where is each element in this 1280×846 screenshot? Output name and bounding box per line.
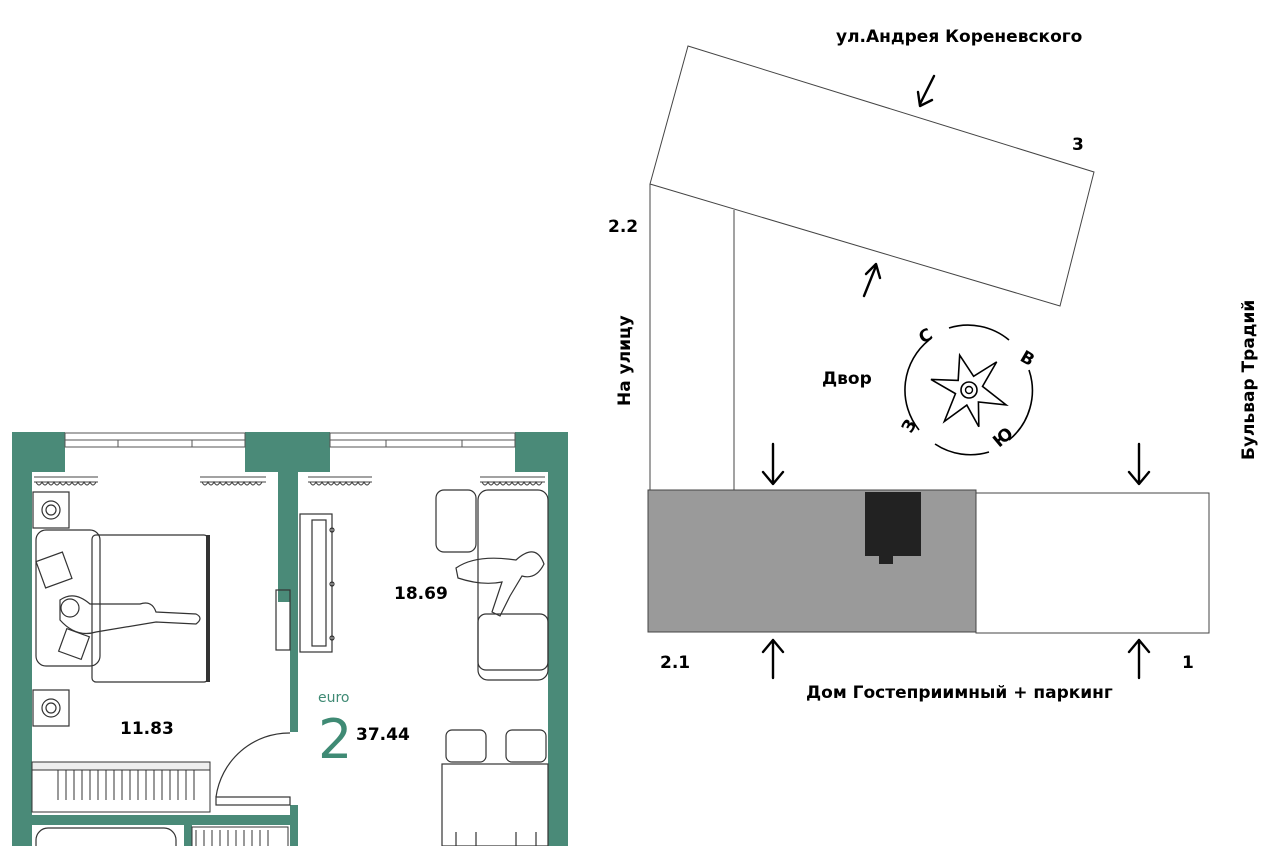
wardrobe-bedroom <box>31 761 211 813</box>
double-bed <box>35 529 210 683</box>
nightstand-top <box>32 491 70 529</box>
tv-console <box>299 513 335 653</box>
street-right-label: Бульвар Традий <box>1239 300 1259 460</box>
entrance-arrow-icon <box>1127 442 1151 486</box>
nightstand-bottom <box>32 689 70 727</box>
bathtub <box>35 827 177 846</box>
building-3 <box>649 45 1095 307</box>
building-current-section <box>647 489 977 633</box>
living-room-area: 18.69 <box>394 584 448 604</box>
window-living <box>329 432 516 448</box>
entrance-arrow-icon <box>761 442 785 486</box>
entrance-arrow-icon <box>761 638 785 680</box>
entrance-arrow-icon <box>862 262 882 298</box>
compass-west: З <box>898 416 921 436</box>
radiators <box>34 476 545 486</box>
street-left-label: На улицу <box>615 315 635 406</box>
building-1-number: 1 <box>1182 653 1194 673</box>
exterior-walls <box>12 432 568 846</box>
wardrobe-hall <box>191 826 289 846</box>
entry-door <box>215 732 291 806</box>
entrance-arrow-icon <box>916 74 936 108</box>
dining-set <box>441 729 549 846</box>
wall-panel <box>275 589 291 651</box>
compass-east: В <box>1017 347 1038 371</box>
compass-north: С <box>916 325 937 349</box>
courtyard-label: Двор <box>822 369 872 389</box>
building-2-2 <box>649 184 735 490</box>
apartment-type-prefix: euro <box>318 690 350 706</box>
building-2-1-number: 2.1 <box>660 653 690 673</box>
sofa <box>435 489 549 681</box>
building-1 <box>975 492 1210 634</box>
street-top-label: ул.Андрея Кореневского <box>836 27 1082 47</box>
compass-rose-icon: С В Ю З <box>898 324 1038 456</box>
site-plan: С В Ю З ул.Андрея Кореневского 3 2.2 На … <box>608 27 1259 703</box>
building-3-number: 3 <box>1072 135 1084 155</box>
floor-plan: 18.69 11.83 euro 2 37.44 <box>12 432 568 846</box>
building-2-2-number: 2.2 <box>608 217 638 237</box>
bottom-caption: Дом Гостеприимный + паркинг <box>806 683 1113 703</box>
compass-south: Ю <box>989 424 1017 452</box>
room-count: 2 <box>318 708 352 771</box>
window-bedroom <box>64 432 246 448</box>
total-area: 37.44 <box>356 725 410 745</box>
entrance-arrow-icon <box>1127 638 1151 680</box>
bedroom-area: 11.83 <box>120 719 174 739</box>
current-section-marker <box>865 492 921 564</box>
